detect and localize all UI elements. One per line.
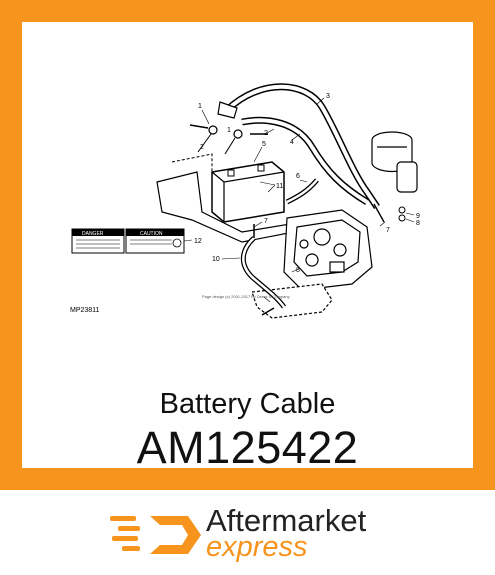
callout-10: 10 xyxy=(212,256,220,263)
svg-text:CAUTION: CAUTION xyxy=(140,231,163,237)
warning-decal-12: DANGER CAUTION xyxy=(71,228,185,254)
footer xyxy=(0,490,495,575)
battery-cable-diagram: DANGER CAUTION xyxy=(70,83,420,319)
callout-3: 3 xyxy=(326,93,330,100)
brand-name: Aftermarket xyxy=(206,503,367,538)
part-number: AM125422 xyxy=(136,422,359,473)
callout-6: 6 xyxy=(296,173,300,180)
battery xyxy=(211,161,285,223)
callout-9: 9 xyxy=(416,213,420,220)
callout-8a: 8 xyxy=(416,220,420,227)
callout-5: 5 xyxy=(262,141,266,148)
aftermarket-express-logo-icon[interactable] xyxy=(108,510,208,560)
product-image-panel: DANGER CAUTION xyxy=(22,22,473,473)
product-name: Battery Cable xyxy=(159,388,336,420)
callout-12: 12 xyxy=(194,238,202,245)
callout-7a: 7 xyxy=(264,218,268,225)
callout-2b: 2 xyxy=(264,130,268,137)
filter-housing xyxy=(371,131,418,193)
callout-2a: 2 xyxy=(200,144,204,151)
brand-tagline: express xyxy=(206,531,308,563)
callout-4: 4 xyxy=(290,139,294,146)
figure-id: MP23811 xyxy=(70,307,100,314)
svg-text:DANGER: DANGER xyxy=(82,231,104,237)
callout-1b: 1 xyxy=(227,127,231,134)
callout-11: 11 xyxy=(276,183,283,190)
callout-1a: 1 xyxy=(198,103,202,110)
copyright-note: Page design (c) 2001-2017 by Deere & Com… xyxy=(202,294,290,299)
engine-block xyxy=(283,209,373,291)
callout-7b: 7 xyxy=(386,227,390,234)
callout-8b: 8 xyxy=(296,267,300,274)
